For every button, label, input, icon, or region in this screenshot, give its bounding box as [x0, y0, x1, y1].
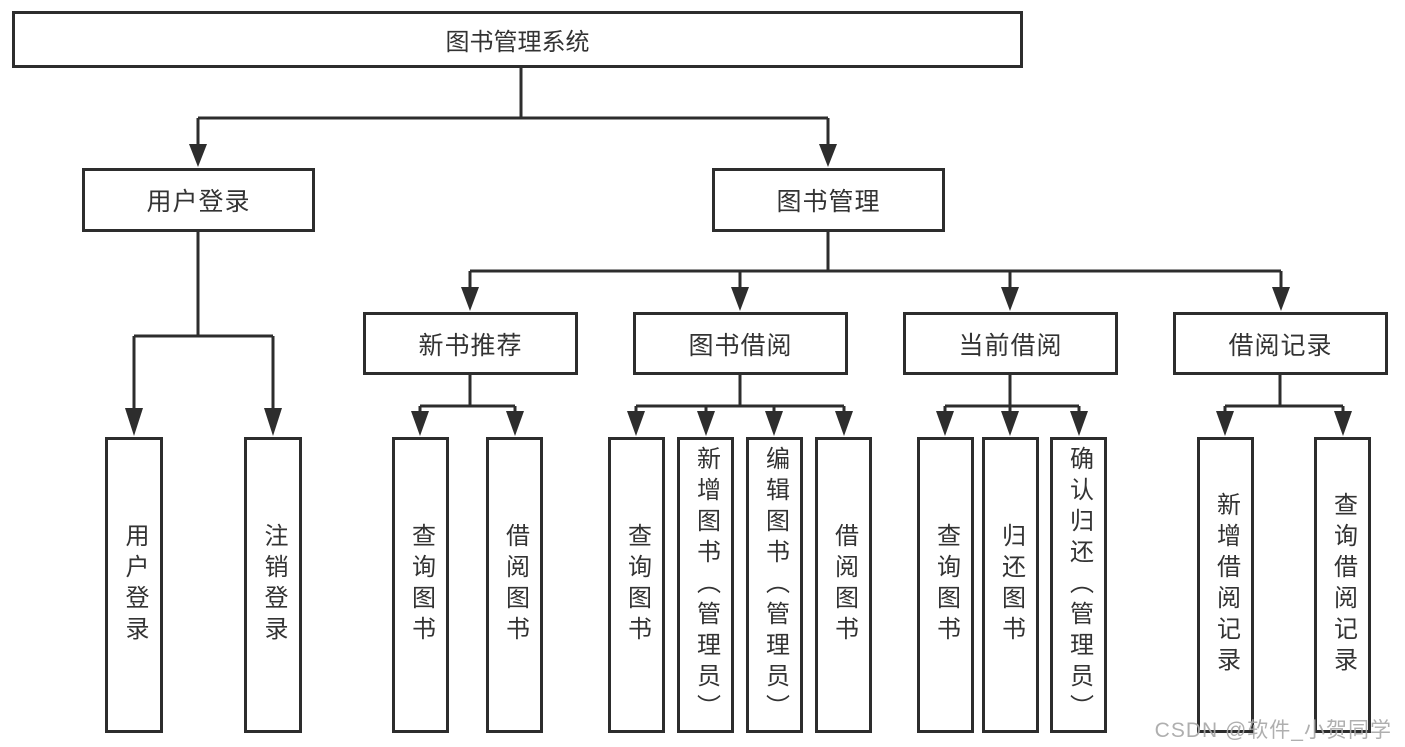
node-query-books-recommend-label: 查询图书	[407, 523, 435, 647]
node-borrow-books-borrowing-label: 借阅图书	[830, 523, 858, 647]
node-library-system: 图书管理系统	[12, 11, 1023, 68]
node-current-borrowing: 当前借阅	[903, 312, 1118, 375]
node-user-login: 用户登录	[82, 168, 315, 232]
node-book-borrowing-label: 图书借阅	[688, 331, 793, 360]
node-query-books-borrowing-label: 查询图书	[623, 523, 651, 647]
node-add-books-admin-label: 新增图书（管理员）	[692, 445, 720, 725]
node-logout-label: 注销登录	[260, 523, 287, 647]
node-book-management-label: 图书管理	[776, 188, 881, 216]
node-add-borrow-record: 新增借阅记录	[1197, 437, 1254, 733]
node-confirm-return-admin: 确认归还（管理员）	[1050, 437, 1107, 733]
node-return-books-label: 归还图书	[997, 523, 1025, 647]
node-query-books-recommend: 查询图书	[392, 437, 449, 733]
node-book-management: 图书管理	[712, 168, 945, 232]
node-new-book-recommend-label: 新书推荐	[418, 331, 523, 360]
node-return-books: 归还图书	[982, 437, 1039, 733]
node-new-book-recommend: 新书推荐	[363, 312, 578, 375]
node-edit-books-admin-label: 编辑图书（管理员）	[761, 445, 789, 725]
node-current-borrowing-label: 当前借阅	[958, 331, 1063, 360]
node-query-borrow-record: 查询借阅记录	[1314, 437, 1371, 733]
node-logout: 注销登录	[244, 437, 302, 733]
node-add-borrow-record-label: 新增借阅记录	[1212, 492, 1240, 678]
node-user-login-leaf: 用户登录	[105, 437, 163, 733]
node-library-system-label: 图书管理系统	[445, 29, 590, 56]
node-query-books-borrowing: 查询图书	[608, 437, 665, 733]
node-confirm-return-admin-label: 确认归还（管理员）	[1065, 445, 1093, 725]
node-borrow-books-recommend-label: 借阅图书	[501, 523, 529, 647]
csdn-watermark: CSDN @软件_小贺同学	[1154, 719, 1392, 742]
node-borrow-books-recommend: 借阅图书	[486, 437, 543, 733]
node-borrow-books-borrowing: 借阅图书	[815, 437, 872, 733]
node-book-borrowing: 图书借阅	[633, 312, 848, 375]
node-query-borrow-record-label: 查询借阅记录	[1329, 492, 1357, 678]
node-add-books-admin: 新增图书（管理员）	[677, 437, 734, 733]
node-query-books-current: 查询图书	[917, 437, 974, 733]
node-user-login-leaf-label: 用户登录	[121, 523, 148, 647]
node-borrowing-records-label: 借阅记录	[1228, 331, 1333, 360]
node-edit-books-admin: 编辑图书（管理员）	[746, 437, 803, 733]
node-borrowing-records: 借阅记录	[1173, 312, 1388, 375]
node-user-login-label: 用户登录	[146, 188, 251, 216]
node-query-books-current-label: 查询图书	[932, 523, 960, 647]
